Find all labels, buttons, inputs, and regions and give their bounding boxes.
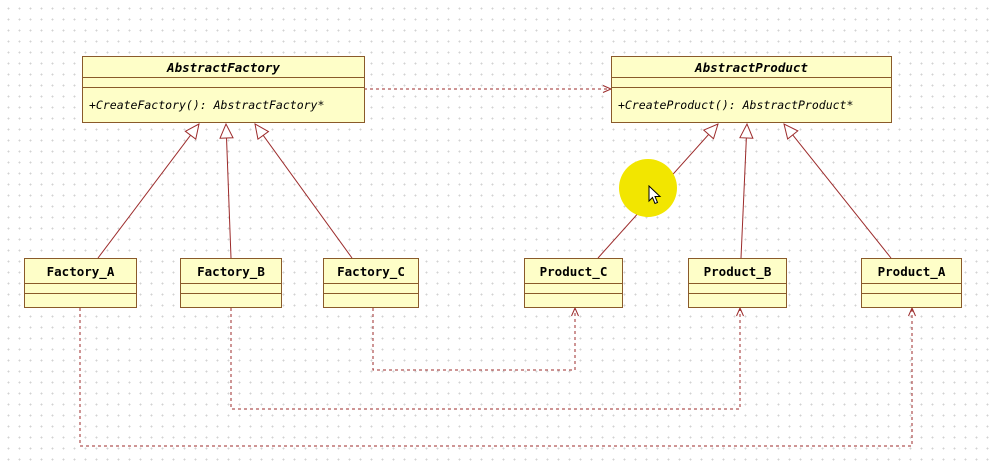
class-name: Factory_B [181, 259, 281, 284]
generalization-product-b [741, 124, 747, 259]
attributes-compartment [612, 78, 891, 88]
operations-compartment [324, 294, 418, 307]
class-product-a[interactable]: Product_A [861, 258, 962, 308]
class-name: Product_C [525, 259, 622, 284]
class-abstract-product[interactable]: AbstractProduct +CreateProduct(): Abstra… [611, 56, 892, 123]
operations-compartment [525, 294, 622, 307]
generalization-factory-c [255, 124, 353, 259]
attributes-compartment [25, 284, 136, 294]
operations-compartment [689, 294, 786, 307]
attributes-compartment [181, 284, 281, 294]
generalization-factory-a [97, 124, 199, 259]
generalization-factory-b [226, 124, 231, 259]
operation-label: +CreateProduct(): AbstractProduct* [618, 98, 854, 112]
attributes-compartment [83, 78, 364, 88]
cursor-highlight [619, 159, 677, 217]
class-name: Factory_C [324, 259, 418, 284]
mouse-pointer-icon [648, 185, 662, 205]
class-name: AbstractFactory [83, 57, 364, 78]
attributes-compartment [525, 284, 622, 294]
attributes-compartment [862, 284, 961, 294]
class-name: Factory_A [25, 259, 136, 284]
attributes-compartment [324, 284, 418, 294]
class-product-c[interactable]: Product_C [524, 258, 623, 308]
class-abstract-factory[interactable]: AbstractFactory +CreateFactory(): Abstra… [82, 56, 365, 123]
dependency-factory-b-product-b [230, 308, 740, 410]
class-name: Product_A [862, 259, 961, 284]
operations-compartment [181, 294, 281, 307]
class-factory-a[interactable]: Factory_A [24, 258, 137, 308]
operations-compartment [25, 294, 136, 307]
class-name: AbstractProduct [612, 57, 891, 78]
dependency-factory-c-product-c [372, 308, 575, 371]
class-name: Product_B [689, 259, 786, 284]
operation-label: +CreateFactory(): AbstractFactory* [89, 98, 325, 112]
dependency-factory-a-product-a [79, 308, 912, 447]
attributes-compartment [689, 284, 786, 294]
generalization-product-a [784, 124, 892, 259]
class-factory-c[interactable]: Factory_C [323, 258, 419, 308]
class-factory-b[interactable]: Factory_B [180, 258, 282, 308]
class-product-b[interactable]: Product_B [688, 258, 787, 308]
operations-compartment [862, 294, 961, 307]
